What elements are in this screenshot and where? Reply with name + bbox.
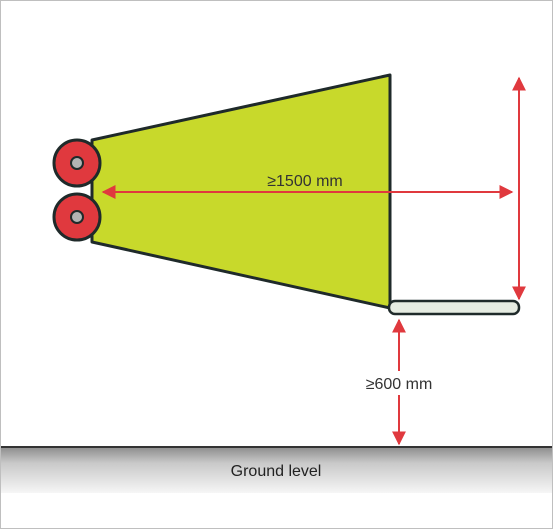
height-label-background bbox=[356, 371, 442, 395]
width-dimension-label: ≥1500 mm bbox=[267, 173, 342, 190]
platform-bar bbox=[387, 299, 521, 316]
ground-level-label: Ground level bbox=[231, 463, 322, 480]
reflector-icon bbox=[52, 138, 102, 188]
height-dimension-label: ≥600 mm bbox=[366, 376, 433, 393]
reflector-icon bbox=[52, 192, 102, 242]
ground-band bbox=[1, 447, 552, 493]
